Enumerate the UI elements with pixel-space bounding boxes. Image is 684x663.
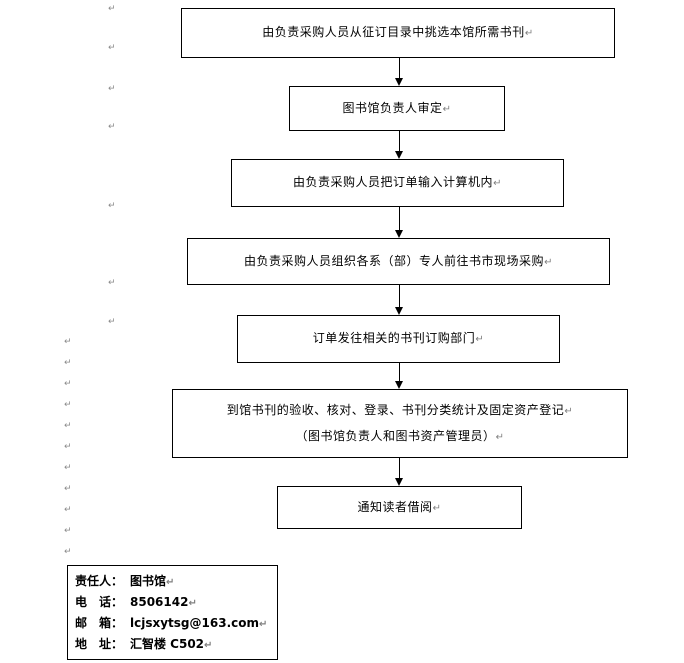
paragraph-mark: ↵ <box>108 4 116 14</box>
step-acceptance-registration: 到馆书刊的验收、核对、登录、书刊分类统计及固定资产登记↵ （图书馆负责人和图书资… <box>172 389 628 458</box>
connector-arrowhead <box>395 151 403 159</box>
paragraph-mark: ↵ <box>64 547 72 557</box>
responsible-label: 责任人： <box>75 574 124 588</box>
step-text: 通知读者借阅 <box>357 499 433 514</box>
paragraph-mark: ↵ <box>442 103 452 115</box>
connector-arrowhead <box>395 307 403 315</box>
paragraph-mark: ↵ <box>64 337 72 347</box>
paragraph-mark: ↵ <box>64 526 72 536</box>
connector-line <box>399 458 400 478</box>
email-value: lcjsxytsg@163.com <box>130 616 259 630</box>
connector-arrowhead <box>395 78 403 86</box>
connector-arrowhead <box>395 381 403 389</box>
paragraph-mark: ↵ <box>475 334 485 345</box>
paragraph-mark: ↵ <box>64 442 72 452</box>
paragraph-mark: ↵ <box>108 43 116 53</box>
step-text: 订单发往相关的书刊订购部门 <box>312 331 476 345</box>
email-label: 邮 箱： <box>75 616 124 630</box>
paragraph-mark: ↵ <box>108 84 116 94</box>
responsible-row: 责任人： 图书馆↵ <box>75 571 271 592</box>
connector-line <box>399 285 400 307</box>
paragraph-mark: ↵ <box>64 484 72 494</box>
paragraph-mark: ↵ <box>564 405 574 417</box>
address-label: 地 址： <box>75 637 124 651</box>
contact-info-box: 责任人：图书馆↵ 电 话：8506142↵ 邮 箱：lcjsxytsg@163.… <box>67 565 278 660</box>
paragraph-mark: ↵ <box>64 421 72 431</box>
paragraph-mark: ↵ <box>108 278 116 288</box>
step-text: 由负责采购人员从征订目录中挑选本馆所需书刊 <box>262 25 525 39</box>
paragraph-mark: ↵ <box>432 502 442 514</box>
step-text-secondary: （图书馆负责人和图书资产管理员） <box>295 428 496 443</box>
connector-line <box>399 207 400 230</box>
connector-line <box>399 58 400 78</box>
phone-value: 8506142 <box>130 595 189 609</box>
paragraph-mark: ↵ <box>64 463 72 473</box>
paragraph-mark: ↵ <box>493 178 502 189</box>
step-send-orders: 订单发往相关的书刊订购部门↵ <box>237 315 560 363</box>
paragraph-mark: ↵ <box>108 317 116 327</box>
address-value: 汇智楼 C502 <box>130 637 205 651</box>
paragraph-mark: ↵ <box>258 619 268 630</box>
step-onsite-purchase: 由负责采购人员组织各系（部）专人前往书市现场采购↵ <box>187 238 610 285</box>
connector-arrowhead <box>395 230 403 238</box>
paragraph-mark: ↵ <box>108 201 116 211</box>
connector-line <box>399 363 400 381</box>
paragraph-mark: ↵ <box>166 577 175 588</box>
step-select-periodicals: 由负责采购人员从征订目录中挑选本馆所需书刊↵ <box>181 8 615 58</box>
step-text: 图书馆负责人审定 <box>342 100 443 115</box>
paragraph-mark: ↵ <box>524 28 534 39</box>
paragraph-mark: ↵ <box>495 431 505 443</box>
paragraph-mark: ↵ <box>108 122 116 132</box>
connector-line <box>399 131 400 151</box>
paragraph-mark: ↵ <box>64 358 72 368</box>
step-notify-readers: 通知读者借阅↵ <box>277 486 522 529</box>
step-approval: 图书馆负责人审定↵ <box>289 86 505 131</box>
step-text: 到馆书刊的验收、核对、登录、书刊分类统计及固定资产登记 <box>226 402 565 417</box>
step-text: 由负责采购人员把订单输入计算机内 <box>293 175 494 189</box>
connector-arrowhead <box>395 478 403 486</box>
email-row: 邮 箱： lcjsxytsg@163.com↵ <box>75 613 271 634</box>
paragraph-mark: ↵ <box>64 400 72 410</box>
phone-row: 电 话： 8506142↵ <box>75 592 271 613</box>
paragraph-mark: ↵ <box>64 505 72 515</box>
paragraph-mark: ↵ <box>64 379 72 389</box>
address-row: 地 址： 汇智楼 C502↵ <box>75 634 271 655</box>
paragraph-mark: ↵ <box>204 640 213 651</box>
paragraph-mark: ↵ <box>188 598 197 609</box>
phone-label: 电 话： <box>75 595 124 609</box>
responsible-value: 图书馆 <box>130 574 167 588</box>
paragraph-mark: ↵ <box>544 256 553 268</box>
step-enter-orders: 由负责采购人员把订单输入计算机内↵ <box>231 159 564 207</box>
step-text: 由负责采购人员组织各系（部）专人前往书市现场采购 <box>244 253 545 268</box>
